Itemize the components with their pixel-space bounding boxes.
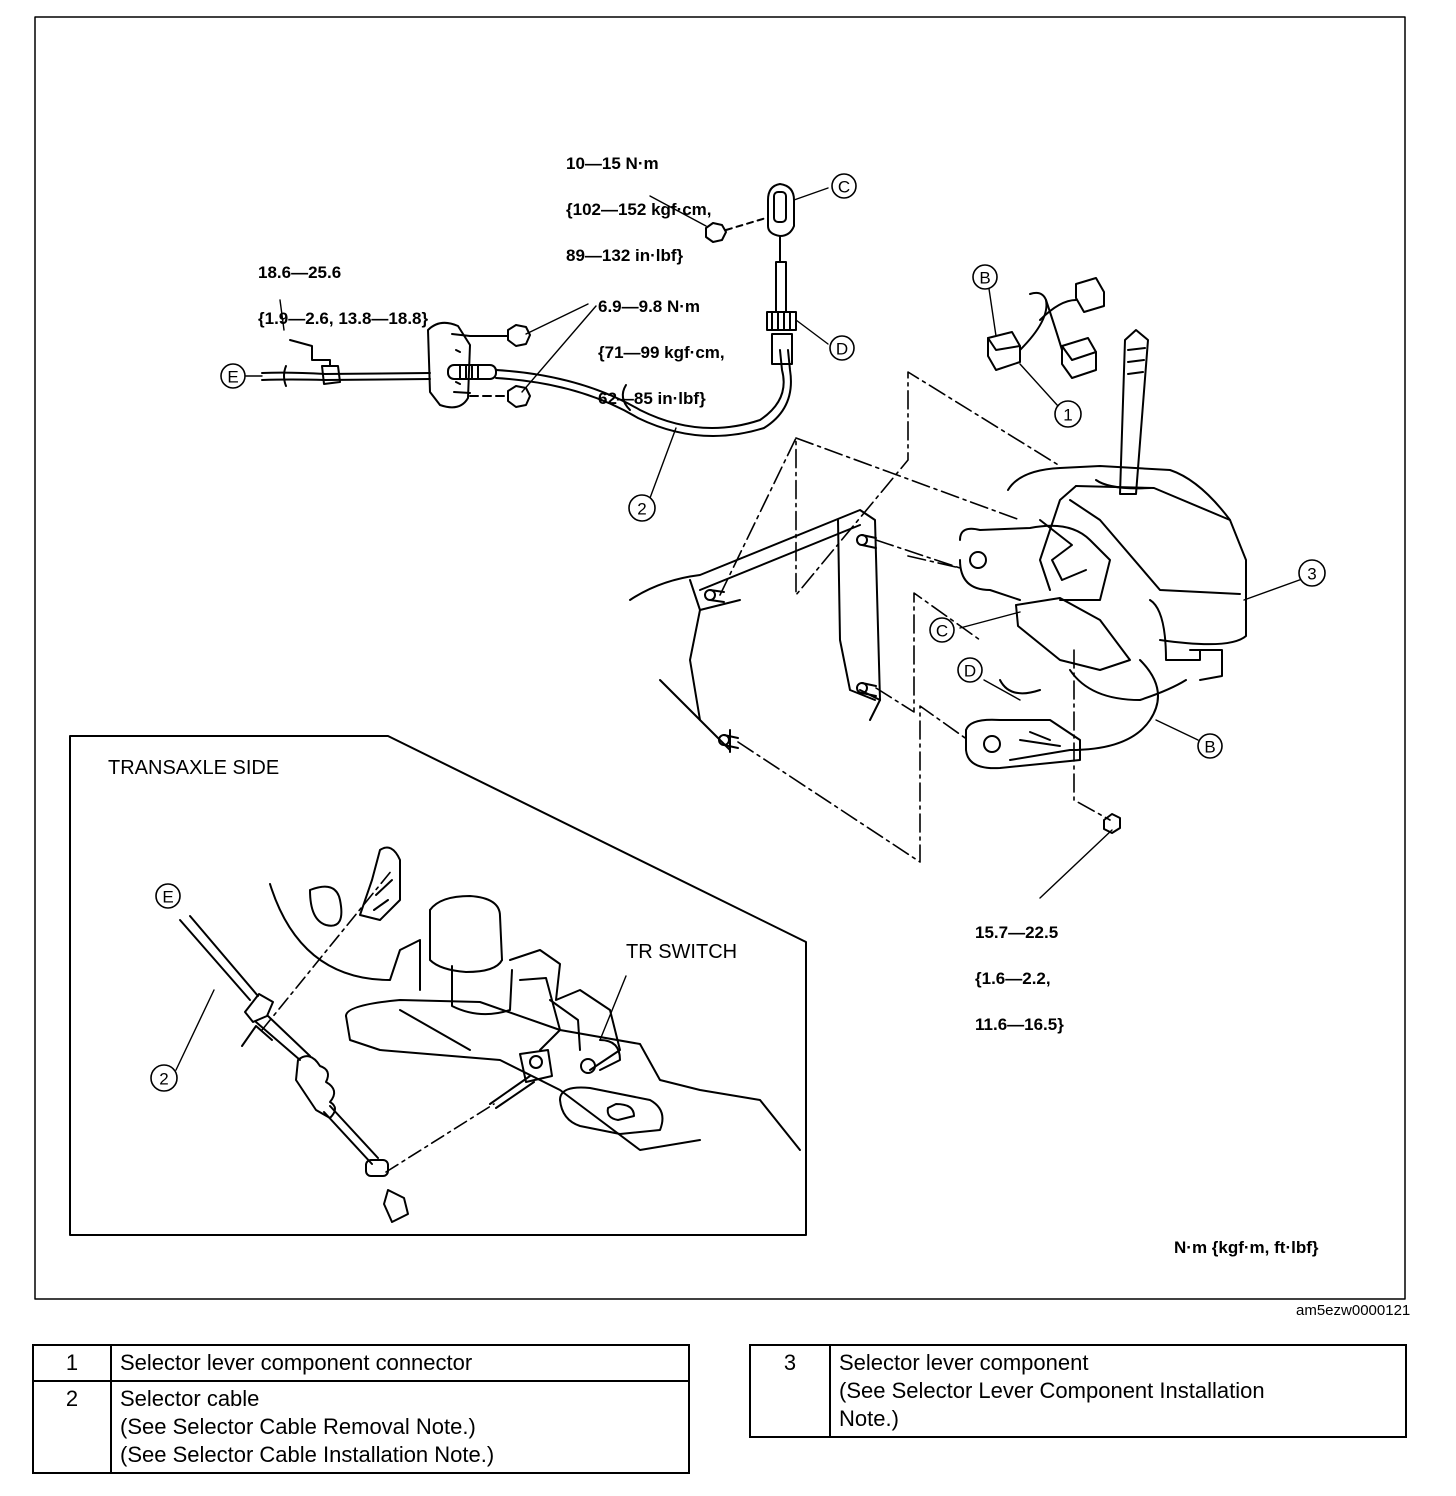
callout-2-inset-text: 2: [159, 1070, 168, 1089]
torque-cable-end-nut: 10—15 N·m {102—152 kgf·cm, 89—132 in·lbf…: [566, 154, 712, 265]
callout-d-mid: [957, 657, 983, 683]
legend-table-left: 1 Selector lever component connector 2 S…: [32, 1344, 690, 1474]
torque-clamp-bolt: 18.6—25.6 {1.9—2.6, 13.8—18.8}: [258, 263, 429, 328]
callout-b-top-text: B: [979, 269, 990, 288]
callout-3-text: 3: [1307, 565, 1316, 584]
leader-lines: [175, 187, 1317, 1071]
callout-b-mid: [1197, 733, 1223, 759]
legend-number: 2: [32, 1380, 112, 1474]
callout-e-inset: [155, 883, 181, 909]
legend-row: 1 Selector lever component connector: [32, 1344, 690, 1382]
legend-row: 2 Selector cable (See Selector Cable Rem…: [32, 1380, 690, 1474]
mounting-bracket-drawing: [629, 371, 1111, 863]
callout-d-top: [829, 335, 855, 361]
tr-switch-label: TR SWITCH: [626, 941, 738, 963]
transaxle-side-drawing: [179, 846, 801, 1223]
figure-frame: [34, 16, 1406, 1300]
callout-2-top: [628, 494, 656, 522]
callout-3: [1298, 559, 1326, 587]
torque-component-bolts: 15.7—22.5 {1.6—2.2, 11.6—16.5}: [975, 923, 1064, 1034]
callout-1: [1054, 400, 1082, 428]
callout-b-top: [972, 264, 998, 290]
callout-e-top: [220, 363, 246, 389]
torque-bracket-nuts: 6.9—9.8 N·m {71—99 kgf·cm, 62—85 in·lbf}: [598, 297, 725, 408]
callout-d-top-text: D: [836, 340, 848, 359]
legend-number: 3: [749, 1344, 831, 1438]
callout-c-top-text: C: [838, 178, 850, 197]
callout-e-top-text: E: [227, 368, 238, 387]
callout-e-inset-text: E: [162, 888, 173, 907]
unit-note: N·m {kgf·m, ft·lbf}: [1174, 1238, 1319, 1257]
callout-d-mid-text: D: [964, 662, 976, 681]
callout-2-inset: [150, 1064, 178, 1092]
selector-lever-component-drawing: [959, 329, 1247, 834]
callout-c-mid: [929, 617, 955, 643]
callout-1-text: 1: [1063, 406, 1072, 425]
legend-number: 1: [32, 1344, 112, 1382]
legend-description: Selector lever component connector: [110, 1344, 690, 1382]
selector-cable-drawing: [261, 183, 797, 437]
figure-code: am5ezw0000121: [1296, 1302, 1411, 1319]
inset-panel: [69, 735, 807, 1236]
callout-c-mid-text: C: [936, 622, 948, 641]
inset-title: TRANSAXLE SIDE: [108, 757, 280, 779]
exploded-diagram: C D E B 1 2 3 C D B E 2: [34, 16, 1406, 1300]
callout-2-top-text: 2: [637, 500, 646, 519]
legend-description: Selector cable (See Selector Cable Remov…: [110, 1380, 690, 1474]
callout-b-mid-text: B: [1204, 738, 1215, 757]
legend-description: Selector lever component (See Selector L…: [829, 1344, 1407, 1438]
legend-row: 3 Selector lever component (See Selector…: [749, 1344, 1407, 1438]
legend-table-right: 3 Selector lever component (See Selector…: [749, 1344, 1407, 1438]
callout-c-top: [831, 173, 857, 199]
connector-drawing: [987, 277, 1105, 379]
